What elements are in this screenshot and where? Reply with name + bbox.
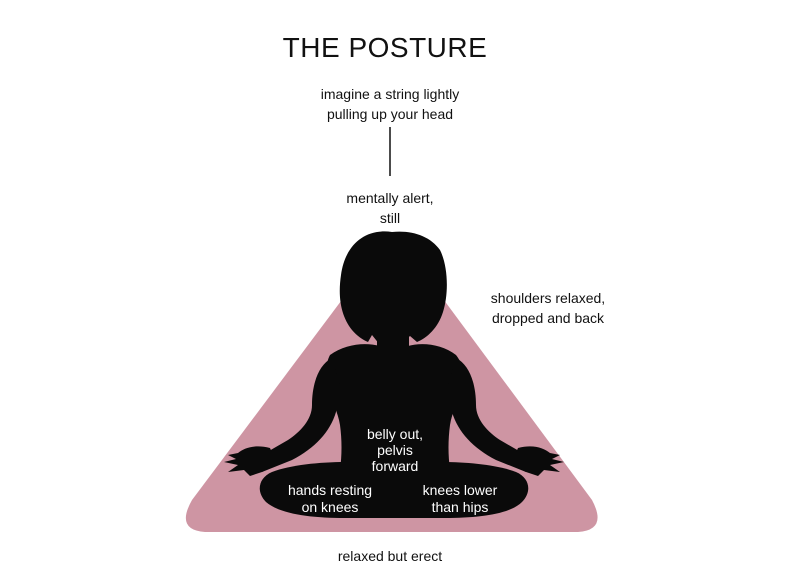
meditating-figure-silhouette bbox=[224, 231, 564, 518]
label-belly: belly out, pelvis forward bbox=[350, 426, 440, 474]
head-and-hair bbox=[340, 231, 447, 345]
label-hands: hands resting on knees bbox=[275, 482, 385, 516]
label-head-string: imagine a string lightly pulling up your… bbox=[290, 84, 490, 124]
label-shoulders: shoulders relaxed, dropped and back bbox=[478, 288, 618, 328]
label-mentally-alert: mentally alert, still bbox=[310, 188, 470, 228]
label-relaxed-but-erect: relaxed but erect bbox=[300, 546, 480, 566]
label-knees: knees lower than hips bbox=[405, 482, 515, 516]
